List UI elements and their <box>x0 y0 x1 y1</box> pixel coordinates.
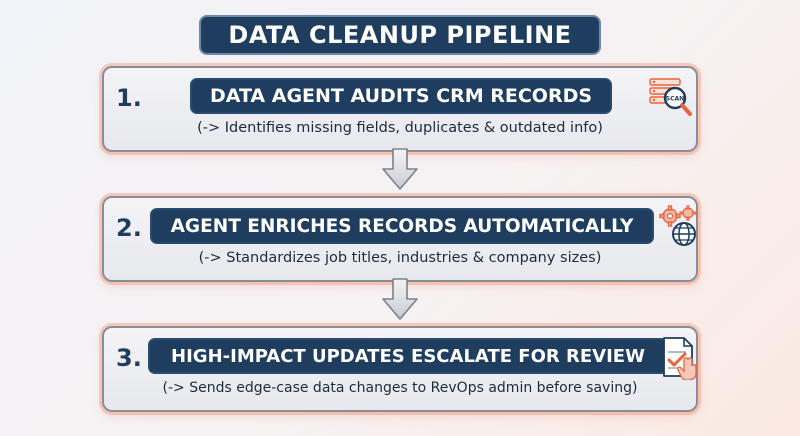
down-arrow-icon <box>382 148 418 190</box>
step-heading-text: DATA AGENT AUDITS CRM RECORDS <box>209 85 593 107</box>
step-number: 3. <box>116 344 142 372</box>
step-heading-text: HIGH-IMPACT UPDATES ESCALATE FOR REVIEW <box>171 345 645 367</box>
step-note: (-> Identifies missing fields, duplicate… <box>197 120 603 136</box>
step-card-3: 3. HIGH-IMPACT UPDATES ESCALATE FOR REVI… <box>102 326 698 412</box>
step-card-1: 1. DATA AGENT AUDITS CRM RECORDS SCAN (-… <box>102 66 698 152</box>
page-title-text: DATA CLEANUP PIPELINE <box>228 21 572 49</box>
step-note: (-> Sends edge-case data changes to RevO… <box>162 380 638 396</box>
gears-globe-icon <box>659 205 697 246</box>
scan-database-magnifier-icon: SCAN <box>649 78 692 116</box>
step-note: (-> Standardizes job titles, industries … <box>198 250 602 266</box>
document-check-hand-icon <box>663 337 697 380</box>
step-number: 2. <box>116 214 142 242</box>
step-heading: DATA AGENT AUDITS CRM RECORDS <box>190 78 612 114</box>
step-card-2: 2. AGENT ENRICHES RECORDS AUTOMATICALLY … <box>102 196 698 282</box>
down-arrow-icon <box>382 278 418 320</box>
step-number: 1. <box>116 84 142 112</box>
step-heading-text: AGENT ENRICHES RECORDS AUTOMATICALLY <box>170 215 634 237</box>
page-title: DATA CLEANUP PIPELINE <box>199 15 601 55</box>
scan-label: SCAN <box>666 96 684 103</box>
step-heading: HIGH-IMPACT UPDATES ESCALATE FOR REVIEW <box>148 338 668 374</box>
step-heading: AGENT ENRICHES RECORDS AUTOMATICALLY <box>150 208 654 244</box>
